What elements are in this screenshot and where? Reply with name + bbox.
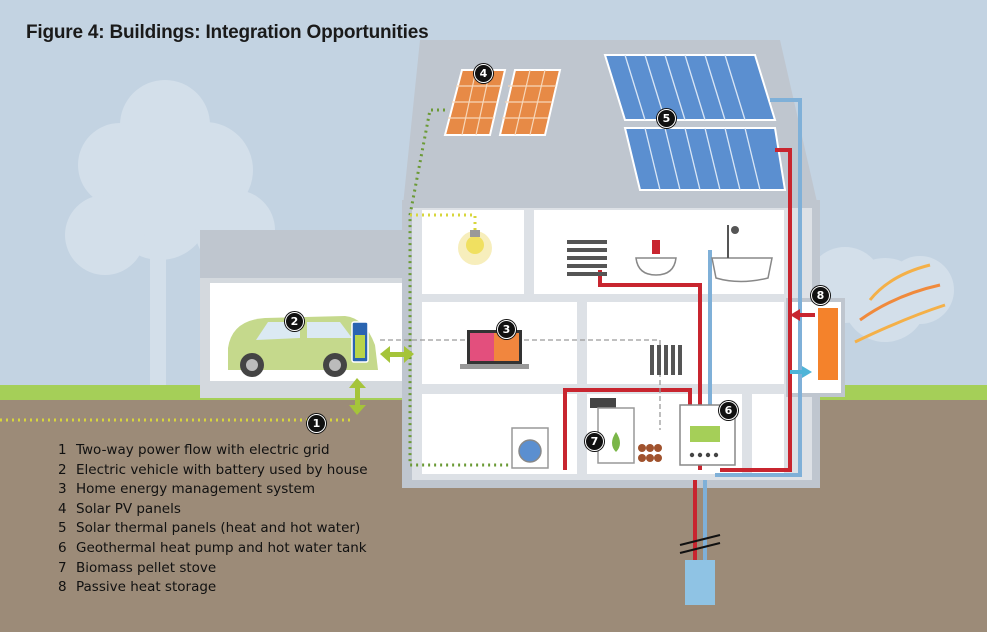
marker-badge-1: 1 [307, 414, 326, 433]
solar-pv-panels [443, 69, 562, 136]
two-way-arrows [349, 346, 414, 415]
radiator-icon [567, 240, 682, 375]
geothermal-well [685, 560, 715, 605]
electric-car-icon [228, 316, 378, 377]
marker-badge-2: 2 [285, 312, 304, 331]
management-signal-line [380, 339, 661, 430]
figure-title: Figure 4: Buildings: Integration Opportu… [26, 22, 429, 43]
laptop-icon [460, 330, 529, 369]
light-bulb-icon [458, 230, 492, 265]
marker-badge-7: 7 [585, 432, 604, 451]
pellet-stove-icon [590, 398, 662, 464]
rooms [422, 210, 784, 474]
sink-icon [635, 240, 677, 276]
bathtub-icon [711, 225, 773, 283]
washing-machine-icon [511, 427, 549, 469]
marker-badge-4: 4 [474, 64, 493, 83]
garage-roof [200, 230, 415, 283]
solar-thermal-panels [603, 54, 787, 191]
marker-badge-6: 6 [719, 401, 738, 420]
marker-badge-3: 3 [497, 320, 516, 339]
heat-storage-tank [790, 308, 838, 380]
marker-badge-5: 5 [657, 109, 676, 128]
marker-badge-8: 8 [811, 286, 830, 305]
pipe-break-mark [679, 534, 721, 546]
sun-heat-arrows [854, 263, 946, 344]
